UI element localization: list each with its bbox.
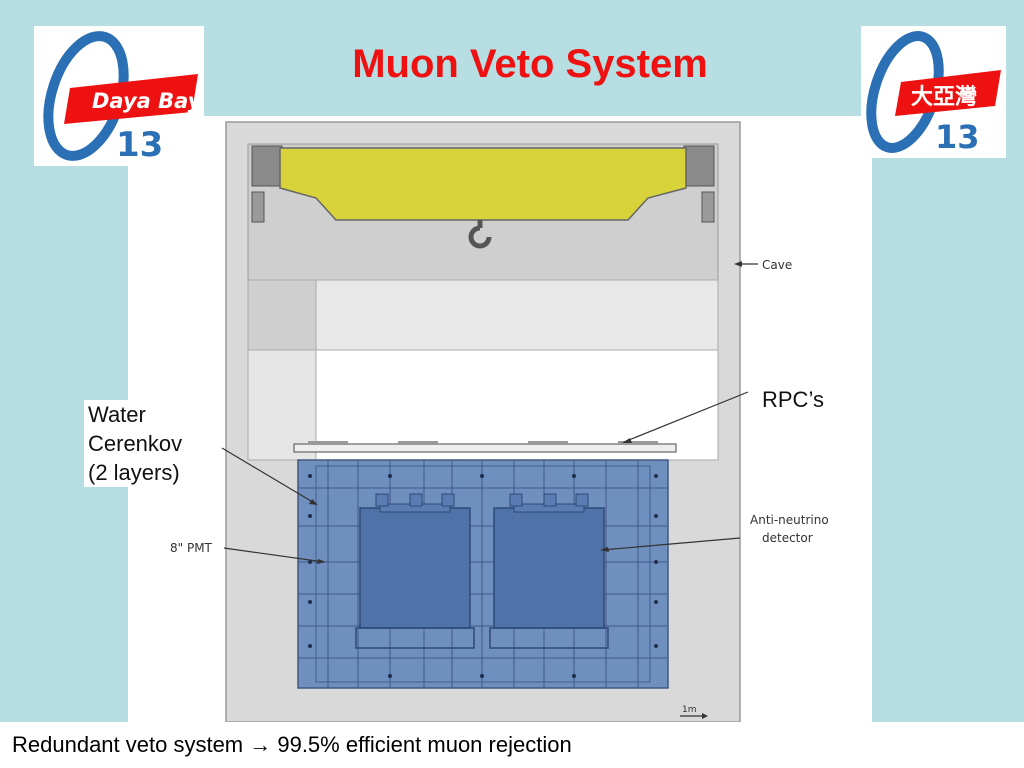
rpc-layer xyxy=(293,443,677,453)
logo-text: 大亞灣 xyxy=(911,85,977,110)
rpcs-callout: RPC’s xyxy=(758,385,828,414)
crane-leg-left xyxy=(251,191,265,223)
pmt-label: 8" PMT xyxy=(170,541,213,555)
water-cerenkov-callout: Water Cerenkov (2 layers) xyxy=(84,400,218,487)
slide-caption: Redundant veto system → 99.5% efficient … xyxy=(0,722,1024,768)
muon-veto-diagram: Cave xyxy=(170,121,829,722)
antineutrino-label: Anti-neutrino xyxy=(750,513,829,527)
logo-number: 13 xyxy=(935,118,980,156)
water-pool xyxy=(297,459,669,689)
svg-text:1m: 1m xyxy=(682,705,697,715)
logo-text: Daya Bay xyxy=(92,89,203,113)
detector-label: detector xyxy=(762,531,813,545)
logo-number: 13 xyxy=(116,125,163,165)
page-title: Muon Veto System xyxy=(352,42,708,86)
pmt-dots xyxy=(308,474,658,678)
antineutrino-detector-left xyxy=(355,493,475,649)
crane-end-left xyxy=(251,145,283,187)
antineutrino-detector-right xyxy=(489,493,609,649)
cave-label: Cave xyxy=(762,258,792,272)
side-room xyxy=(247,279,317,351)
scale-marker: 1m xyxy=(680,705,708,719)
crane-leg-right xyxy=(701,191,715,223)
middle-hall xyxy=(315,279,719,351)
crane-hook xyxy=(468,220,492,249)
daya-bay-chinese-logo: 大亞灣 13 xyxy=(861,26,1006,158)
crane-bridge xyxy=(279,147,687,221)
daya-bay-logo: Daya Bay 13 xyxy=(34,26,204,166)
crane-end-right xyxy=(683,145,715,187)
